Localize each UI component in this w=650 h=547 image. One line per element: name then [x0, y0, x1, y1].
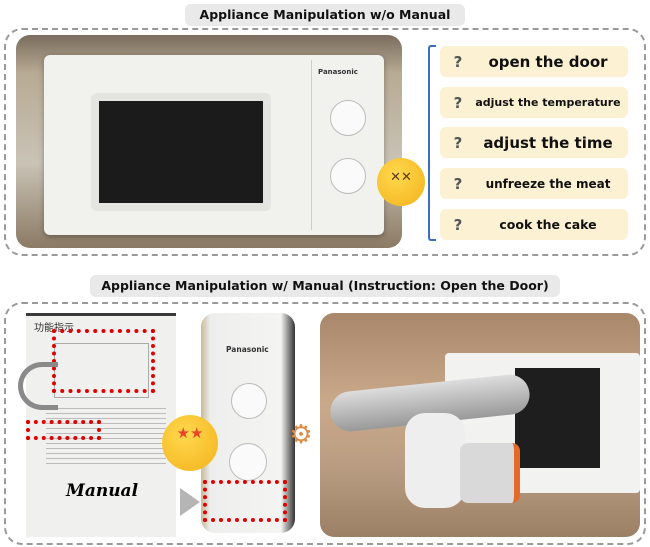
microwave-side-photo: Panasonic	[201, 313, 295, 533]
question-bulb-icon: ?	[453, 52, 463, 71]
brand-label: Panasonic	[318, 68, 358, 76]
instruction-open-door[interactable]: ?open the door	[440, 46, 628, 77]
timer-knob[interactable]	[229, 443, 267, 481]
robot-gripper	[460, 443, 520, 503]
instruction-cook-cake[interactable]: ?cook the cake	[440, 209, 628, 240]
microwave-window	[91, 93, 271, 211]
brand-label: Panasonic	[226, 345, 269, 354]
robot-arm-icon: ⚙	[289, 420, 313, 450]
dizzy-face-icon: ✕✕	[377, 158, 425, 206]
question-bulb-icon: ?	[453, 133, 463, 152]
robot-opening-door-photo	[320, 313, 640, 537]
top-title: Appliance Manipulation w/o Manual	[185, 4, 465, 26]
top-panel	[4, 28, 646, 256]
star-struck-icon: ★★	[162, 415, 218, 471]
manual-highlight-diagram	[52, 329, 155, 393]
question-bulb-icon: ?	[453, 174, 463, 193]
power-knob[interactable]	[330, 100, 366, 136]
microwave-cavity	[515, 368, 600, 468]
microwave-photo: Panasonic	[16, 35, 402, 248]
manual-highlight-text	[26, 420, 101, 440]
arrow-right-icon	[180, 488, 200, 516]
curved-arrow-icon	[18, 362, 58, 410]
bracket	[428, 45, 436, 241]
instruction-adjust-temperature[interactable]: ?adjust the temperature	[440, 87, 628, 118]
bottom-title: Appliance Manipulation w/ Manual (Instru…	[90, 275, 560, 297]
manual-photo: 功能指示 Manual	[26, 313, 176, 537]
power-knob[interactable]	[231, 383, 267, 419]
door-button-highlight	[203, 480, 287, 522]
manual-label: Manual	[66, 481, 139, 501]
manual-heading: 功能指示	[34, 323, 74, 334]
control-panel: Panasonic	[311, 60, 383, 230]
robot-wrist	[405, 413, 465, 508]
bottom-panel	[4, 302, 646, 545]
instruction-unfreeze-meat[interactable]: ?unfreeze the meat	[440, 168, 628, 199]
timer-knob[interactable]	[330, 158, 366, 194]
question-bulb-icon: ?	[453, 215, 463, 234]
instruction-adjust-time[interactable]: ?adjust the time	[440, 127, 628, 158]
question-bulb-icon: ?	[453, 93, 463, 112]
